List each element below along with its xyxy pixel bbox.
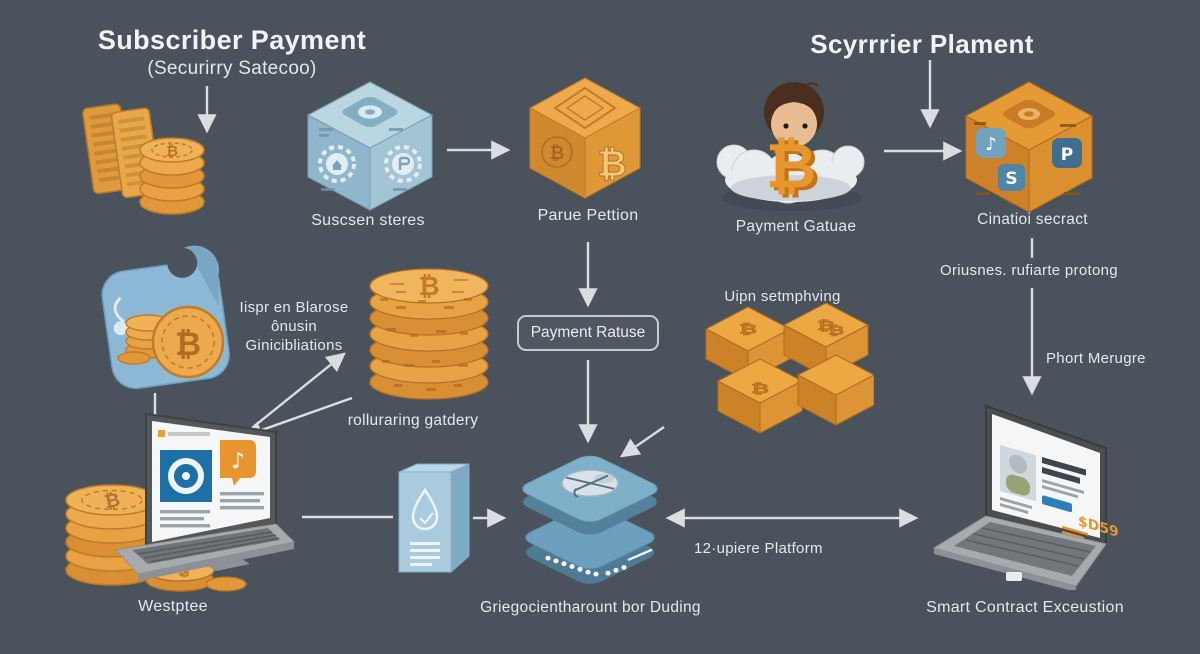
subscriber-laptop-icon: ♪	[108, 402, 296, 582]
wallet-note-line1: Iispr en Blarose	[239, 299, 349, 316]
music-note-glyph: ♪	[985, 134, 997, 155]
label-griegocientharount: Griegocientharount bor Duding	[480, 599, 701, 616]
bitcoin-cube-icon: ₿ ₿	[526, 74, 644, 202]
contract-tiles-cube-icon: ♪ S P	[960, 76, 1098, 218]
label-cination-secract: Cinatioi secract	[977, 211, 1088, 228]
smart-contract-laptop-icon: $D59	[920, 396, 1119, 592]
letter-s-tile: S	[1005, 169, 1017, 189]
label-smart-contract: Smart Contract Exceustion	[926, 599, 1124, 616]
subscriber-coins-cards-icon: ₿	[80, 98, 210, 216]
bitcoin-glyph: ₿	[817, 318, 835, 333]
bitcoin-glyph: ₿	[175, 325, 201, 363]
bitcoin-glyph: ₿	[102, 489, 122, 514]
label-rolluraring-gatdery: rolluraring gatdery	[347, 412, 479, 429]
bitcoin-glyph: ₿	[770, 132, 821, 205]
subtitle-security: (Securirry Satecoo)	[147, 58, 317, 79]
label-oriusnes: Oriusnes. rufiarte protong	[940, 262, 1118, 279]
coin-cylinder-icon: ₿	[366, 236, 492, 404]
bitcoin-blocks-icon: ₿ ₿ ₿ ₿	[686, 302, 876, 441]
wallet-note-line3: Ginicibliations	[245, 336, 343, 354]
label-phort-merugre: Phort Merugre	[1046, 350, 1146, 367]
title-subscriber-payment: Subscriber Payment	[97, 25, 367, 55]
music-note-glyph: ♪	[231, 449, 245, 474]
bitcoin-glyph: ₿	[550, 143, 565, 164]
bitcoin-glyph: ₿	[597, 144, 626, 185]
crypto-wallet-icon: ₿	[90, 236, 238, 398]
bitcoin-glyph: ₿	[418, 272, 439, 302]
wallet-note-line2: ônusin	[270, 317, 317, 335]
label-12upiere-platform: 12·upiere Platform	[694, 540, 823, 557]
bitcoin-glyph: ₿	[828, 323, 844, 337]
label-westptee: Westptee	[138, 598, 208, 615]
payment-ratuse-button: Payment Ratuse	[517, 315, 659, 351]
payment-gateway-cloud-icon: ₿ ₿	[710, 66, 872, 214]
label-payment-gatuae: Payment Gatuae	[735, 218, 857, 235]
label-uipn-setmphving: Uipn setmphving	[724, 288, 841, 305]
blue-brochure-box-icon	[393, 456, 477, 582]
bitcoin-glyph: ₿	[166, 142, 178, 160]
letter-p-tile: P	[1061, 145, 1073, 165]
platform-server-icon	[516, 440, 664, 590]
bitcoin-glyph: ₿	[751, 381, 769, 396]
label-parue-pettion: Parue Pettion	[537, 207, 639, 224]
title-scyrrrier-plament: Scyrrrier Plament	[810, 29, 1034, 59]
label-suscsen-steres: Suscsen steres	[311, 212, 425, 229]
bitcoin-glyph: ₿	[766, 129, 817, 202]
blue-gear-cube-icon	[297, 76, 443, 214]
bitcoin-glyph: ₿	[739, 322, 757, 337]
wallet-note: Iispr en Blarose ônusin Ginicibliations	[230, 299, 358, 355]
